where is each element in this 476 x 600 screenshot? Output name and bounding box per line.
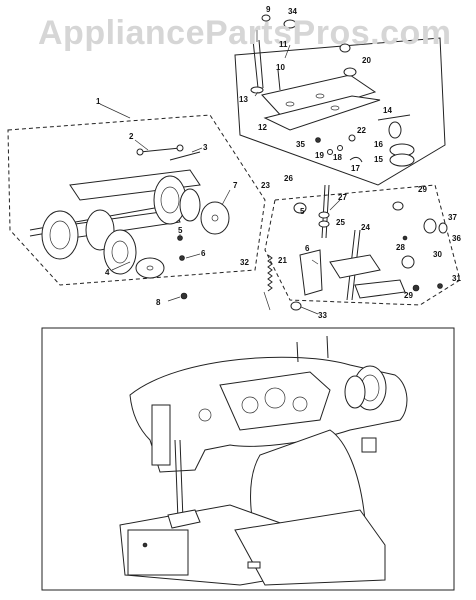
callout-label: 19 — [315, 151, 324, 160]
callout-label: 9 — [266, 5, 271, 14]
callout-label: 3 — [203, 143, 208, 152]
callout-label: 4 — [105, 268, 110, 277]
callout-label: 27 — [338, 193, 347, 202]
callout-label: 15 — [374, 155, 383, 164]
callout-label: 22 — [357, 126, 366, 135]
callout-label: 6 — [305, 244, 310, 253]
callout-label: 23 — [261, 181, 270, 190]
callout-label: 7 — [233, 181, 238, 190]
callout-label: 28 — [396, 243, 405, 252]
callout-label: 14 — [383, 106, 392, 115]
callout-label: 6 — [201, 249, 206, 258]
top-cover-panel — [234, 14, 446, 186]
callout-label: 36 — [452, 234, 461, 243]
callout-label: 11 — [279, 40, 288, 49]
callout-label: 13 — [239, 95, 248, 104]
callout-label: 29 — [418, 185, 427, 194]
callout-label: 18 — [333, 153, 342, 162]
watermark-text: AppliancePartsPros.com — [38, 14, 452, 52]
callout-label: 21 — [278, 256, 287, 265]
callout-label: 32 — [240, 258, 249, 267]
callout-label: 2 — [129, 132, 134, 141]
callout-label: 30 — [433, 250, 442, 259]
callout-label: 31 — [452, 274, 461, 283]
callout-label: 24 — [361, 223, 370, 232]
sewing-machine-illustration — [41, 327, 455, 591]
callout-label: 5 — [300, 207, 305, 216]
gear-assembly-panel — [7, 103, 266, 302]
callout-label: 20 — [362, 56, 371, 65]
callout-label: 5 — [178, 226, 183, 235]
callout-label: 12 — [258, 123, 267, 132]
callout-label: 33 — [318, 311, 327, 320]
callout-label: 29 — [404, 291, 413, 300]
needle-bar-panel — [263, 184, 461, 315]
callout-label: 1 — [96, 97, 101, 106]
callout-label: 25 — [336, 218, 345, 227]
callout-label: 17 — [351, 164, 360, 173]
callout-label: 37 — [448, 213, 457, 222]
callout-label: 34 — [288, 7, 297, 16]
callout-label: 10 — [276, 63, 285, 72]
callout-label: 16 — [374, 140, 383, 149]
callout-label: 26 — [284, 174, 293, 183]
callout-label: 35 — [296, 140, 305, 149]
callout-label: 8 — [156, 298, 161, 307]
